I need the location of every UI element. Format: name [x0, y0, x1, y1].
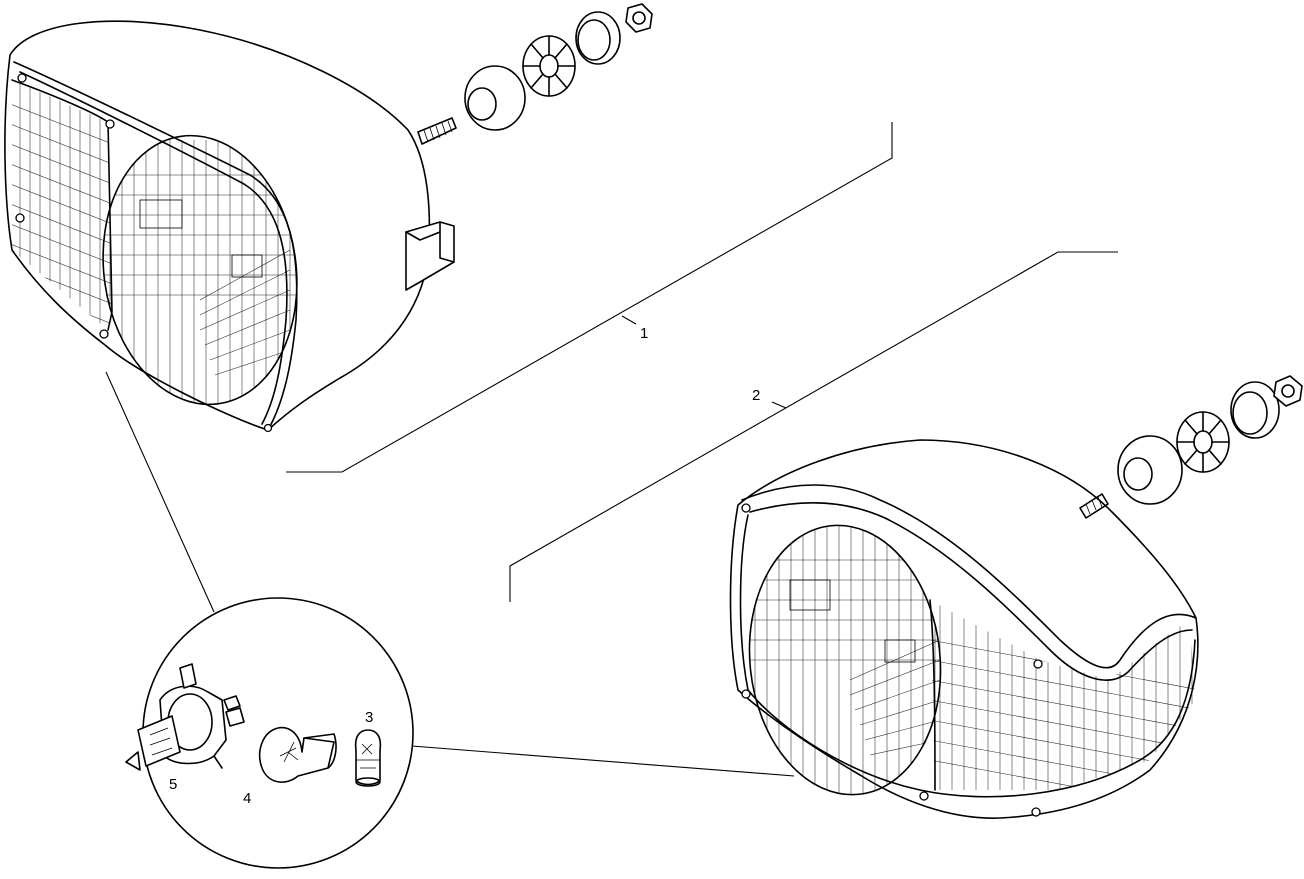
leader-detail-left — [105, 371, 215, 613]
headlamp-left-cup-washer — [575, 11, 621, 65]
headlamp-left-connector — [405, 221, 455, 291]
callout-3: 3 — [365, 709, 373, 726]
headlamp-left-side-grid — [12, 80, 112, 330]
headlamp-left-rubber-grommet — [464, 65, 526, 131]
headlamp-right — [729, 375, 1303, 819]
leader-detail-right — [411, 745, 795, 777]
headlamp-left — [4, 3, 653, 433]
headlamp-right-stud — [1079, 493, 1109, 519]
bulb-h4 — [125, 663, 245, 771]
headlamp-left-lens-grid — [100, 140, 300, 410]
headlamp-right-cup-washer — [1230, 381, 1280, 439]
callout-2: 2 — [752, 387, 760, 404]
callout-1: 1 — [640, 325, 648, 342]
headlamp-right-rubber-grommet — [1117, 435, 1183, 505]
bulb-small — [354, 729, 382, 787]
headlamp-left-body — [4, 20, 431, 431]
leader-2 — [509, 251, 1118, 602]
leader-lines — [105, 122, 1118, 777]
leader-1 — [286, 122, 893, 473]
headlamp-right-spoked-washer — [1176, 411, 1230, 473]
callout-4: 4 — [243, 790, 251, 807]
headlamp-left-spoked-washer — [522, 35, 576, 97]
headlamp-left-stud — [417, 117, 457, 145]
callout-5: 5 — [169, 776, 177, 793]
bulb-detail-view — [125, 597, 414, 869]
headlamp-right-nut — [1273, 375, 1303, 407]
headlamp-left-nut — [625, 3, 653, 33]
bulb-single-filament — [258, 726, 337, 783]
headlamp-right-lens-grid — [740, 520, 950, 800]
